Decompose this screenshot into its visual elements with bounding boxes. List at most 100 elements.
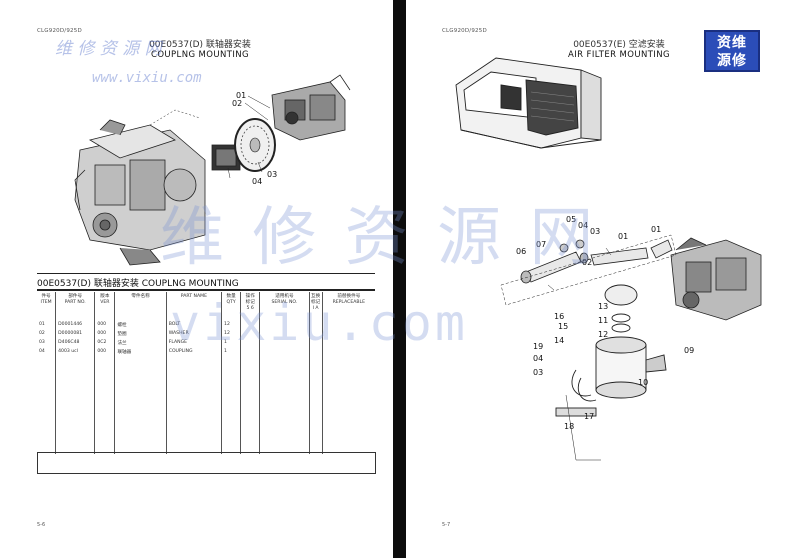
callout-10: 10: [638, 378, 649, 387]
th-name-cn: 零件名称: [114, 292, 167, 320]
pump-illustration: [271, 74, 351, 141]
table-row: 01 D0001446 000 螺栓 BOLT 12: [37, 320, 375, 329]
cell-part-no: D0000081: [55, 329, 96, 338]
cell-serial: [259, 338, 310, 347]
logo-top-text: 资维: [717, 35, 747, 51]
callout-12: 12: [598, 330, 609, 339]
watermark-logo: 资维 源修: [704, 30, 760, 72]
right-title-code: 00E0537(E) 空滤安装: [573, 40, 665, 50]
book-spine: [393, 0, 406, 558]
cell-part-no: D406C48: [55, 338, 96, 347]
cell-name-cn: 螺栓: [114, 320, 167, 329]
coupling-mounting-drawing: [74, 74, 351, 266]
cell-swap: [309, 347, 323, 356]
callout-14: 14: [554, 336, 565, 345]
cell-replaceable: [322, 347, 375, 356]
th-name-en: PART NAME: [166, 292, 223, 320]
callout-03: 03: [267, 170, 278, 179]
callout-07: 07: [536, 240, 547, 249]
callout-04: 04: [578, 221, 589, 230]
air-filter-illustration: [555, 284, 667, 417]
callout-16: 16: [554, 312, 565, 321]
left-title: 00E0537(D) 联轴器安装 COUPLNG MOUNTING: [120, 37, 280, 60]
cell-item: 01: [37, 320, 57, 329]
cell-serial: [259, 320, 310, 329]
cell-ver: 000: [94, 320, 116, 329]
left-page-number: 5-6: [37, 522, 46, 528]
right-page: CLG920D/925D 00E0537(E) 空滤安装 AIR FILTER …: [406, 0, 800, 558]
callout-03: 03: [590, 227, 601, 236]
cell-name-en: WASHER: [166, 329, 223, 338]
cell-name-en: FLANGE: [166, 338, 223, 347]
caption-bottom-rule: [37, 289, 375, 291]
left-page: CLG920D/925D 00E0537(D) 联轴器安装 COUPLNG MO…: [0, 0, 393, 558]
callout-01b: 01: [651, 225, 662, 234]
right-title-en: AIR FILTER MOUNTING: [568, 50, 670, 60]
cell-swap: [309, 320, 323, 329]
cell-ver: 0C2: [94, 338, 116, 347]
cell-qty: 12: [221, 320, 242, 329]
parts-caption: 00E0537(D) 联轴器安装 COUPLNG MOUNTING: [37, 279, 239, 289]
cell-item: 04: [37, 347, 57, 356]
notes-box: [37, 452, 376, 474]
right-title: 00E0537(E) 空滤安装 AIR FILTER MOUNTING: [544, 37, 694, 60]
callout-02: 02: [582, 258, 593, 267]
callout-01a: 01: [618, 232, 629, 241]
air-filter-mounting-drawing: [455, 57, 762, 461]
right-header-code: CLG920D/925D: [442, 28, 487, 34]
logo-bottom-text: 源修: [717, 53, 747, 69]
callout-02: 02: [232, 99, 243, 108]
callout-05: 05: [566, 215, 577, 224]
cell-ver: 000: [94, 347, 116, 356]
callout-04b: 04: [533, 354, 544, 363]
caption-top-rule: [37, 273, 375, 274]
cell-swap: [309, 329, 323, 338]
machine-illustration: [455, 57, 602, 149]
engine-illustration: [670, 237, 762, 321]
cell-name-en: BOLT: [166, 320, 223, 329]
cell-part-no: 4003 ucl: [55, 347, 96, 356]
callout-03b: 03: [533, 368, 544, 377]
callout-15: 15: [558, 322, 569, 331]
callout-18: 18: [564, 422, 575, 431]
right-page-number: 5-7: [442, 522, 451, 528]
left-header-code: CLG920D/925D: [37, 28, 82, 34]
cell-qty: 12: [221, 329, 242, 338]
table-row: 04 4003 ucl 000 联轴器 COUPLING 1: [37, 347, 375, 356]
callout-06: 06: [516, 247, 527, 256]
left-title-en: COUPLNG MOUNTING: [150, 50, 249, 60]
engine-illustration: [74, 119, 206, 266]
cell-op-mark: [240, 329, 261, 338]
left-title-code: 00E0537(D) 联轴器安装: [149, 40, 251, 50]
cell-op-mark: [240, 347, 261, 356]
cell-name-cn: 法兰: [114, 338, 167, 347]
cell-serial: [259, 329, 310, 338]
cell-name-cn: 垫圈: [114, 329, 167, 338]
callout-04: 04: [252, 177, 263, 186]
cell-replaceable: [322, 320, 375, 329]
cell-op-mark: [240, 338, 261, 347]
cell-item: 02: [37, 329, 57, 338]
cell-qty: 1: [221, 347, 242, 356]
cell-replaceable: [322, 338, 375, 347]
cell-op-mark: [240, 320, 261, 329]
table-filler-row: [37, 356, 375, 454]
table-row: 02 D0000081 000 垫圈 WASHER 12: [37, 329, 375, 338]
cell-part-no: D0001446: [55, 320, 96, 329]
callout-13: 13: [598, 302, 609, 311]
cell-item: 03: [37, 338, 57, 347]
cell-swap: [309, 338, 323, 347]
callout-19: 19: [533, 342, 544, 351]
cell-serial: [259, 347, 310, 356]
callout-09: 09: [684, 346, 695, 355]
cell-name-cn: 联轴器: [114, 347, 167, 356]
callout-01: 01: [236, 91, 247, 100]
